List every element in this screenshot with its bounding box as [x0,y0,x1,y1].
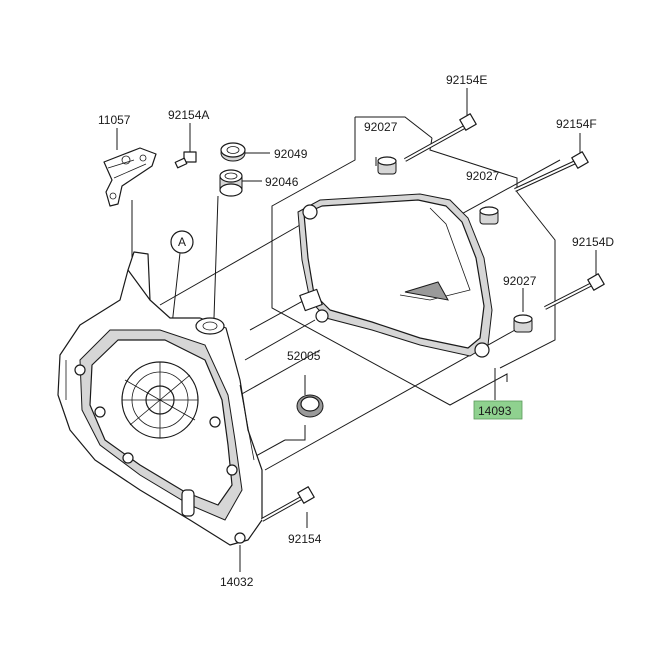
label-11057: 11057 [98,113,131,127]
label-14032: 14032 [220,575,254,589]
highlight-box-14093 [473,400,523,420]
bracket-11057 [103,147,157,207]
seal-52005 [296,394,324,418]
label-92154E: 92154E [446,73,487,87]
collar-92027-mid [479,206,499,225]
label-92154: 92154 [288,532,322,546]
label-92027-mid: 92027 [466,169,500,183]
bolt-92154E [404,113,477,162]
collar-92027-low [513,314,533,333]
bolt-92154 [261,486,315,522]
label-92046: 92046 [265,175,299,189]
label-14093: 14093 [478,404,512,418]
collar-92027-top [377,156,397,175]
bolt-92154F [514,151,589,192]
label-52005: 52005 [287,349,321,363]
label-92027-low: 92027 [503,274,537,288]
part-labels: 11057 92154A 92049 92046 92154E 92027 92… [98,73,614,589]
label-92027-top: 92027 [364,120,398,134]
label-92154F: 92154F [556,117,597,131]
svg-text:A: A [178,235,186,249]
clutch-cover-14032 [57,251,263,546]
clutch-guard-14093 [297,193,493,358]
label-92049: 92049 [274,147,308,161]
label-92154A: 92154A [168,108,209,122]
callout-marker-a: A [170,230,194,254]
bearing-92046 [219,169,243,197]
bolt-92154A [174,151,197,169]
label-92154D: 92154D [572,235,614,249]
oil-seal-92049 [220,142,246,162]
bolt-92154D [544,273,605,310]
